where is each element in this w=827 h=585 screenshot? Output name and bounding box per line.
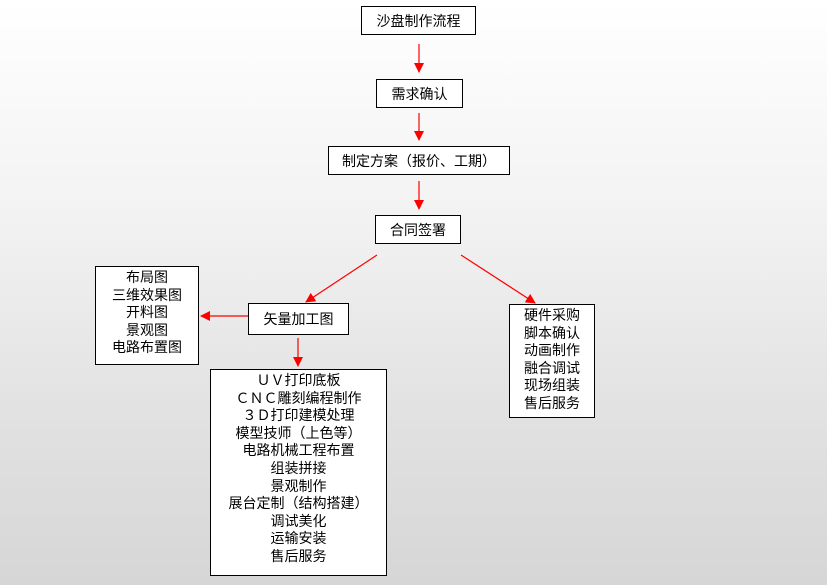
drawings-item: 开料图 xyxy=(126,305,168,322)
node-contract: 合同签署 xyxy=(375,215,461,244)
hardware-item: 售后服务 xyxy=(524,395,580,412)
hardware-item: 融合调试 xyxy=(524,360,580,377)
hardware-item: 动画制作 xyxy=(524,343,580,360)
production-item: 电路机械工程布置 xyxy=(242,443,355,460)
production-item: ＣＮＣ雕刻编程制作 xyxy=(235,390,362,407)
drawings-item: 布局图 xyxy=(126,270,168,286)
node-vector: 矢量加工图 xyxy=(248,303,349,335)
arrow-contract-to-vector xyxy=(305,254,378,303)
node-plan: 制定方案（报价、工期） xyxy=(328,146,510,175)
production-item: 调试美化 xyxy=(270,513,327,530)
hardware-item: 现场组装 xyxy=(524,378,580,395)
node-hardware: 硬件采购 脚本确认 动画制作 融合调试 现场组装 售后服务 xyxy=(509,304,595,418)
node-requirement: 需求确认 xyxy=(376,79,463,108)
drawings-item: 电路布置图 xyxy=(112,340,182,357)
hardware-item: 脚本确认 xyxy=(524,325,580,342)
production-item: 运输安装 xyxy=(270,531,327,548)
drawings-item: 三维效果图 xyxy=(112,287,182,304)
drawings-item: 景观图 xyxy=(126,322,168,339)
production-item: 售后服务 xyxy=(270,548,327,565)
production-item: 展台定制（结构搭建） xyxy=(228,496,369,513)
hardware-item: 硬件采购 xyxy=(524,308,580,324)
production-item: 景观制作 xyxy=(270,478,327,495)
production-item: ＵＶ打印底板 xyxy=(256,373,341,389)
production-item: 组装拼接 xyxy=(270,460,327,477)
node-drawings: 布局图 三维效果图 开料图 景观图 电路布置图 xyxy=(95,266,199,365)
production-item: ３Ｄ打印建模处理 xyxy=(242,408,355,425)
node-production: ＵＶ打印底板 ＣＮＣ雕刻编程制作 ３Ｄ打印建模处理 模型技师（上色等） 电路机械… xyxy=(210,369,387,576)
node-start: 沙盘制作流程 xyxy=(361,6,476,35)
arrow-contract-to-hardware xyxy=(460,254,536,304)
production-item: 模型技师（上色等） xyxy=(235,425,362,442)
